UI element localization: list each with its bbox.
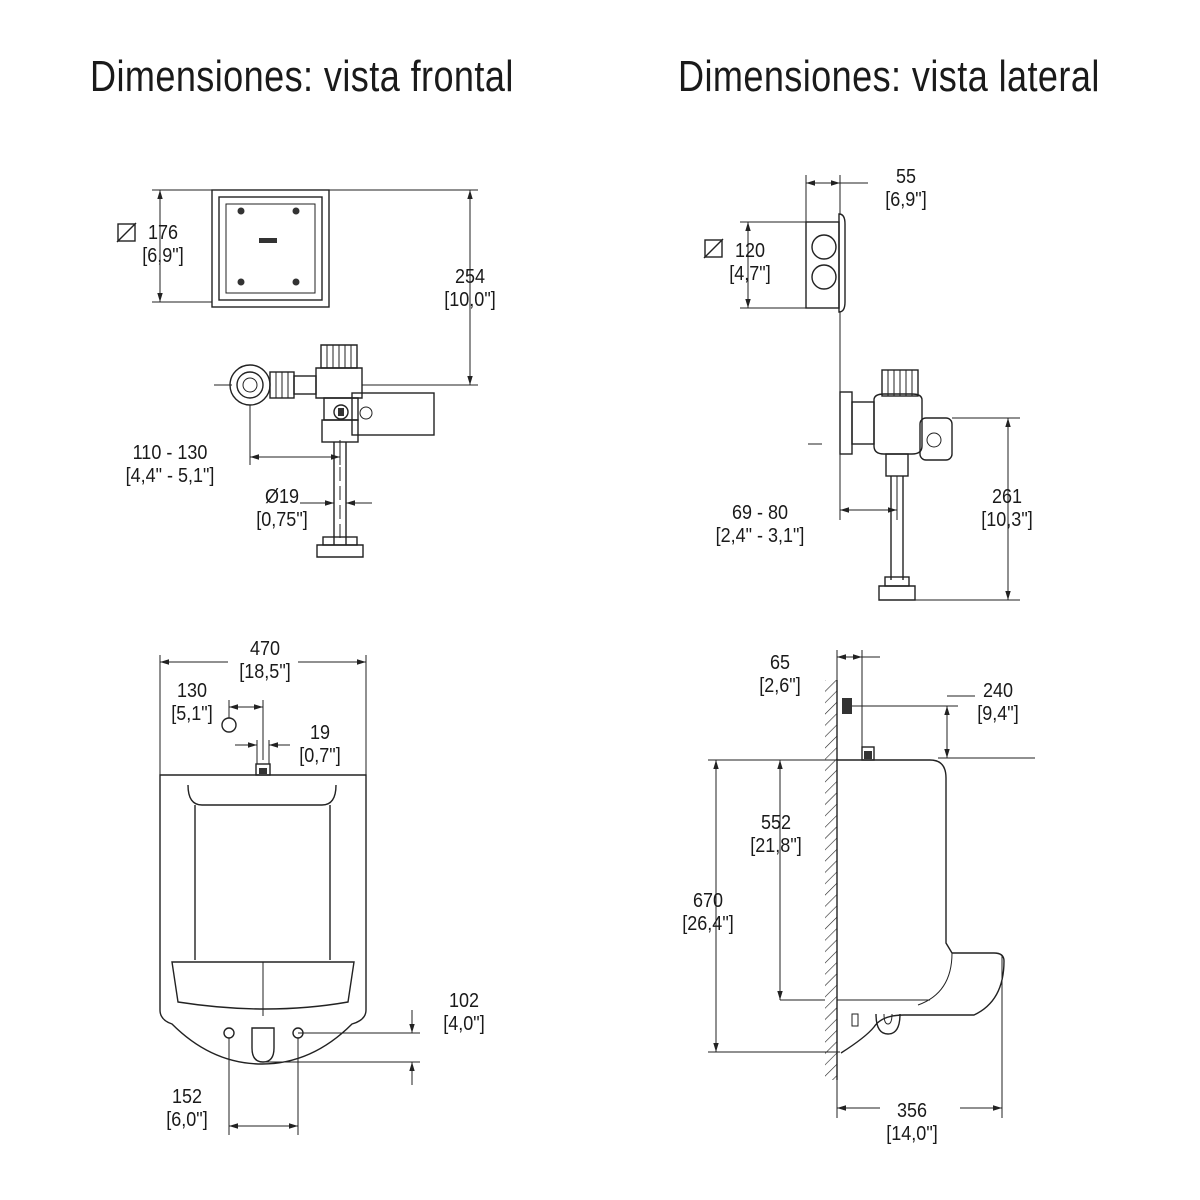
dim-side-spud-height: 240 [9,4"]: [977, 680, 1019, 725]
side-valve-dimension-lines: [740, 175, 1020, 601]
diameter-symbol-side: [703, 238, 724, 259]
dim-front-height-to-plate: 254 [10,0"]: [444, 266, 496, 311]
dim-side-urinal-height: 552 [21,8"]: [750, 812, 802, 857]
dim-front-urinal-width: 470 [18,5"]: [239, 638, 291, 683]
dim-side-total-height: 670 [26,4"]: [682, 890, 734, 935]
dim-front-valve-offset: 110 - 130 [4,4" - 5,1"]: [125, 442, 215, 487]
dim-side-urinal-depth: 356 [14,0"]: [886, 1100, 938, 1145]
front-valve-dimension-lines: [152, 189, 478, 506]
side-view-title: Dimensiones: vista lateral: [678, 52, 1100, 101]
dim-side-valve-height: 261 [10,3"]: [981, 486, 1033, 531]
dim-side-plate-depth: 55 [6,9"]: [885, 166, 927, 211]
front-urinal: [159, 717, 367, 1065]
side-flush-plate: [805, 213, 846, 400]
dim-side-wall-offset: 65 [2,6"]: [759, 652, 801, 697]
side-wall: [825, 680, 838, 1080]
diameter-symbol-front: [116, 222, 137, 243]
dim-front-inlet-offset: 130 [5,1"]: [171, 680, 213, 725]
side-urinal: [837, 698, 1005, 1054]
dim-front-outlet-height: 102 [4,0"]: [443, 990, 485, 1035]
dim-front-spud-size: 19 [0,7"]: [299, 722, 341, 767]
dim-side-plate-size: 120 [4,7"]: [729, 240, 771, 285]
dim-side-valve-depth: 69 - 80 [2,4" - 3,1"]: [715, 502, 805, 547]
front-view-title: Dimensiones: vista frontal: [90, 52, 514, 101]
side-urinal-dimension-lines: [708, 650, 1035, 1118]
dim-front-pipe-diameter: Ø19 [0,75"]: [256, 486, 308, 531]
side-flush-valve: [839, 369, 953, 601]
dim-front-bolt-spacing: 152 [6,0"]: [166, 1086, 208, 1131]
dim-front-plate-size: 176 [6,9"]: [142, 222, 184, 267]
front-flush-plate: [211, 189, 330, 308]
front-urinal-dimension-lines: [159, 655, 420, 1135]
